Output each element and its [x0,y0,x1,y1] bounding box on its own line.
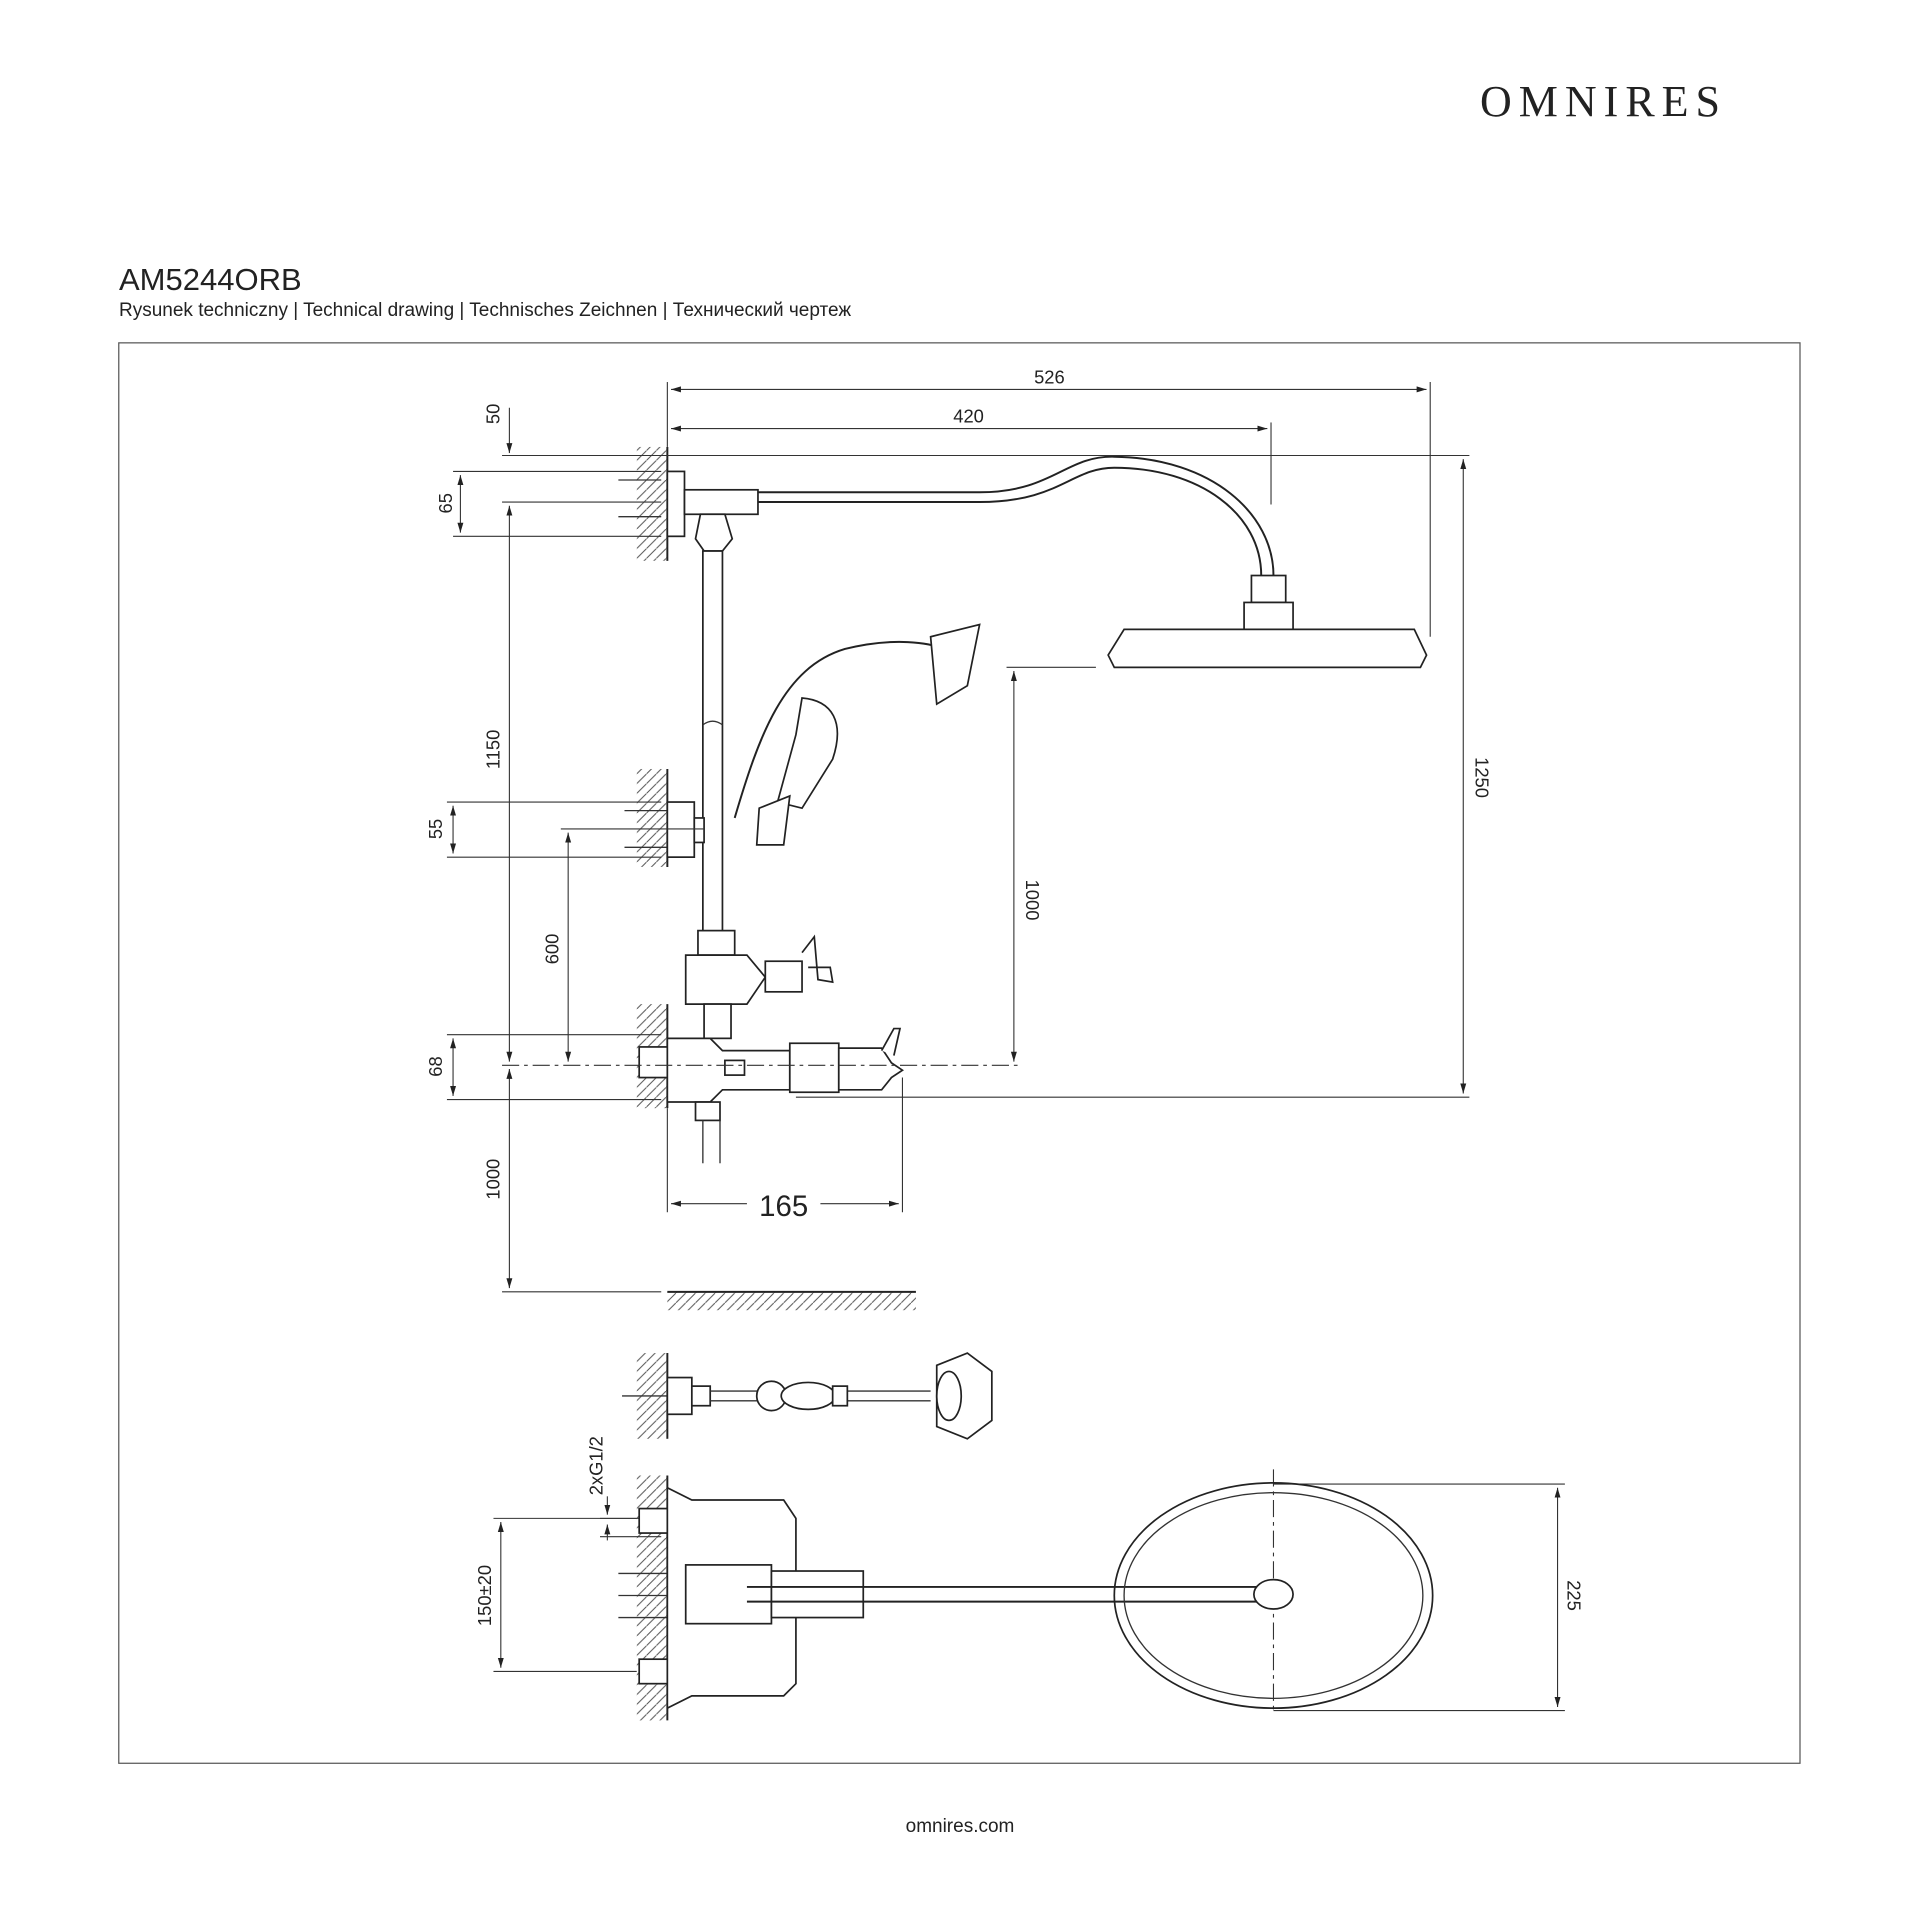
shower-top-view [618,1482,1434,1710]
dim-55: 55 [425,819,446,839]
dim-65: 65 [435,493,456,513]
dim-thread: 2xG1/2 [585,1436,606,1495]
dim-600: 600 [541,934,562,965]
dimension-labels: 526 420 50 65 1150 55 600 68 1000 165 10… [425,366,1584,1626]
drawing-subtitle: Rysunek techniczny | Technical drawing |… [119,300,852,321]
brand-logo: OMNIRES [1480,77,1728,126]
dim-165: 165 [759,1190,808,1223]
product-code: AM5244ORB [119,262,302,297]
dim-420: 420 [953,405,984,426]
dim-225: 225 [1563,1580,1584,1611]
wall-anchors [618,479,668,849]
shower-column-front-view [618,455,1428,1164]
dim-1250: 1250 [1472,757,1493,798]
dim-1150: 1150 [483,730,504,769]
drawing-frame [118,342,1801,1764]
dim-526: 526 [1034,366,1065,387]
dim-150: 150±20 [474,1565,495,1626]
dim-1000-floor: 1000 [483,1159,504,1200]
dim-1000-head: 1000 [1022,880,1043,921]
website-link[interactable]: omnires.com [905,1816,1015,1837]
hand-shower-top-view [622,1352,993,1440]
dim-68: 68 [425,1056,446,1076]
dim-50: 50 [483,404,504,424]
dimension-lines [446,382,1565,1715]
